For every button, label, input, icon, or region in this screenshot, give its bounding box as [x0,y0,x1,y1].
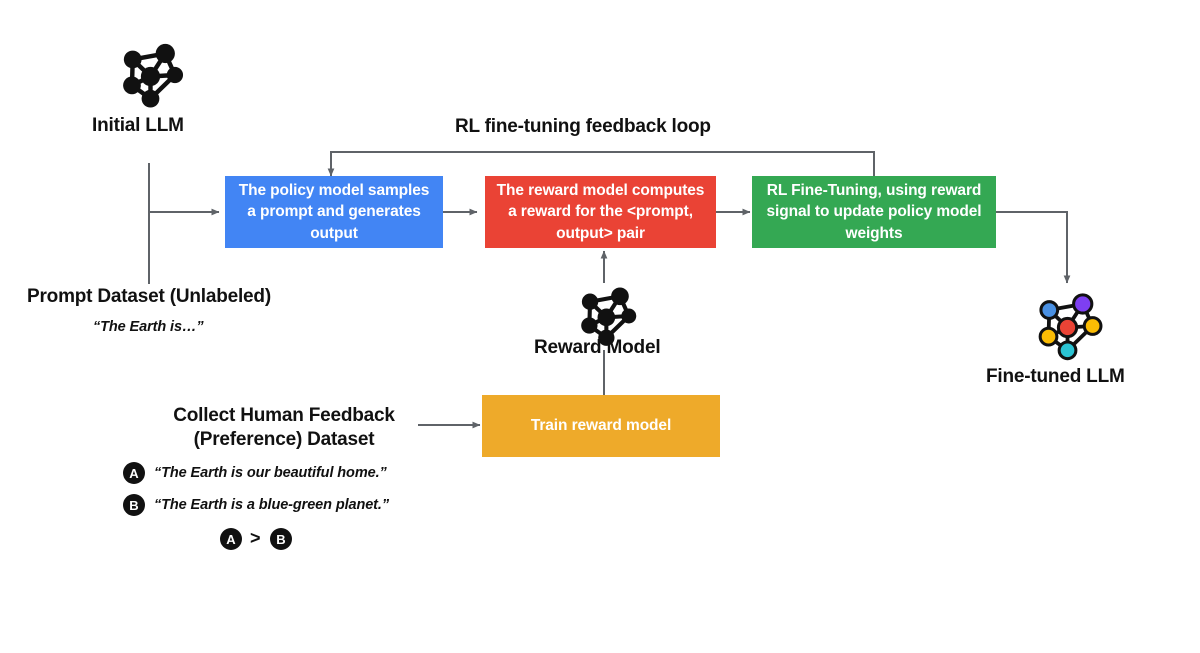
initial-llm-icon [112,38,186,112]
preference-dataset-title-line2: (Preference) Dataset [193,428,375,450]
fine-tuned-llm-icon [1028,288,1104,364]
feedback-loop-title: RL fine-tuning feedback loop [455,116,711,137]
prompt-dataset-sample: “The Earth is…” [93,319,204,335]
fine-tuned-llm-label: Fine-tuned LLM [986,366,1125,387]
reward-model-label: Reward Model [534,337,661,358]
comparison-operator: > [250,528,261,548]
box-train-reward-model[interactable]: Train reward model [482,395,720,457]
wire-feedback-loop [327,151,875,177]
reward-model-icon [571,282,639,350]
option-a-chip: A [123,462,145,484]
initial-llm-label: Initial LLM [92,115,184,136]
box-policy-model[interactable]: The policy model samples a prompt and ge… [225,176,443,248]
box-reward-compute[interactable]: The reward model computes a reward for t… [485,176,716,248]
option-b-text: “The Earth is a blue-green planet.” [154,497,389,513]
prompt-dataset-title: Prompt Dataset (Unlabeled) [27,286,271,307]
box-rl-finetuning[interactable]: RL Fine-Tuning, using reward signal to u… [752,176,996,248]
option-b-chip: B [123,494,145,516]
option-a-text: “The Earth is our beautiful home.” [154,465,387,481]
preference-dataset-title-line1: Collect Human Feedback [173,405,395,426]
wire-rl-to-finetuned [996,211,1071,284]
comparison-right-chip: B [270,528,292,550]
preference-dataset-title: Collect Human Feedback (Preference) Data… [150,404,418,452]
comparison-left-chip: A [220,528,242,550]
